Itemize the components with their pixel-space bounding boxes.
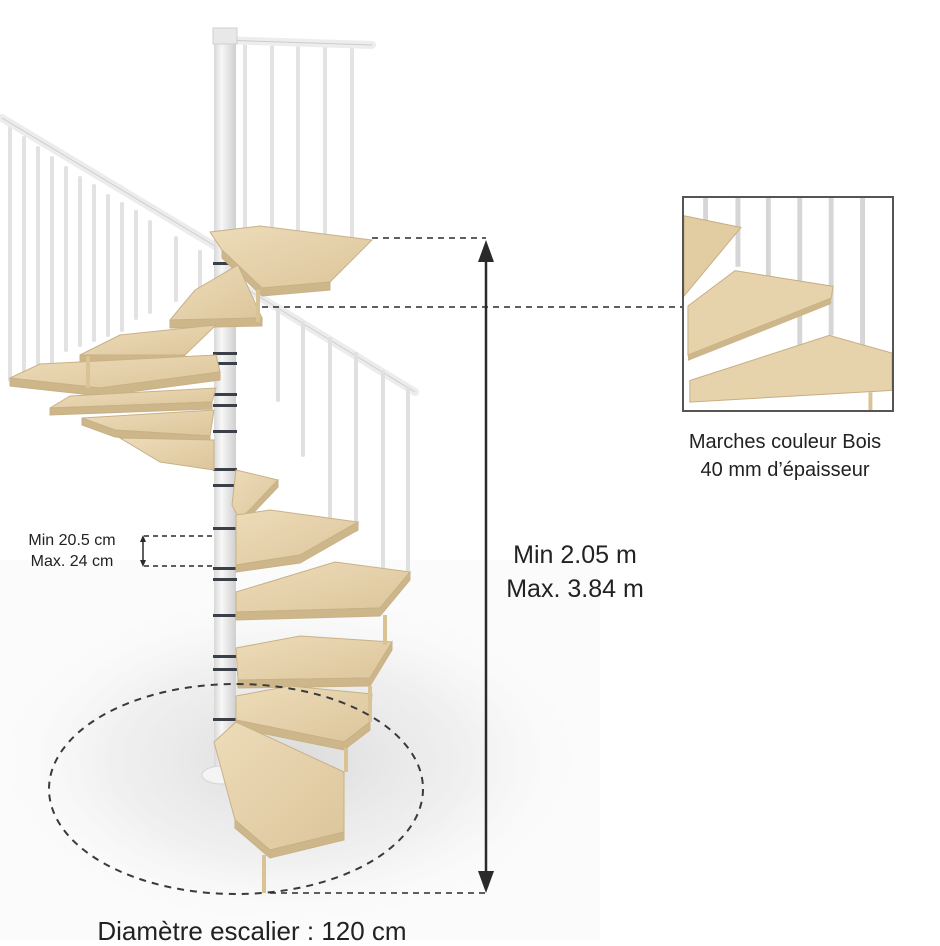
step-rise-arrow-up-icon — [140, 535, 146, 542]
tread-detail-inset — [682, 196, 894, 412]
total-height-min: Min 2.05 m — [513, 541, 637, 569]
step-rise-arrow-down-icon — [140, 560, 146, 567]
tread-detail-caption: Marches couleur Bois 40 mm d’épaisseur — [660, 428, 910, 484]
height-dimension — [270, 237, 488, 894]
pole-spacer-rings — [213, 262, 237, 721]
tread-detail-illustration — [684, 198, 892, 410]
diameter-label: Diamètre escalier : 120 cm — [97, 916, 407, 946]
right-balustrade — [276, 306, 410, 572]
tread-color-text: Marches couleur Bois — [688, 431, 882, 453]
step-rise-min: Min 20.5 cm — [28, 532, 116, 549]
total-height-label: Min 2.05 m Max. 3.84 m — [490, 538, 660, 606]
step-rise-label: Min 20.5 cm Max. 24 cm — [4, 530, 140, 572]
tread-support-legs — [86, 290, 387, 893]
tread-thickness-text: 40 mm d’épaisseur — [700, 459, 870, 481]
landing-balustrade — [243, 42, 354, 245]
diameter-outline — [48, 683, 424, 895]
height-arrow-down-icon — [478, 871, 494, 893]
stair-treads — [8, 225, 411, 859]
step-rise-dimension — [142, 535, 214, 567]
step-rise-max: Max. 24 cm — [30, 553, 114, 570]
height-arrow-up-icon — [478, 240, 494, 262]
central-pole — [214, 30, 236, 770]
left-balustrade — [8, 126, 202, 388]
total-height-max: Max. 3.84 m — [506, 575, 644, 603]
